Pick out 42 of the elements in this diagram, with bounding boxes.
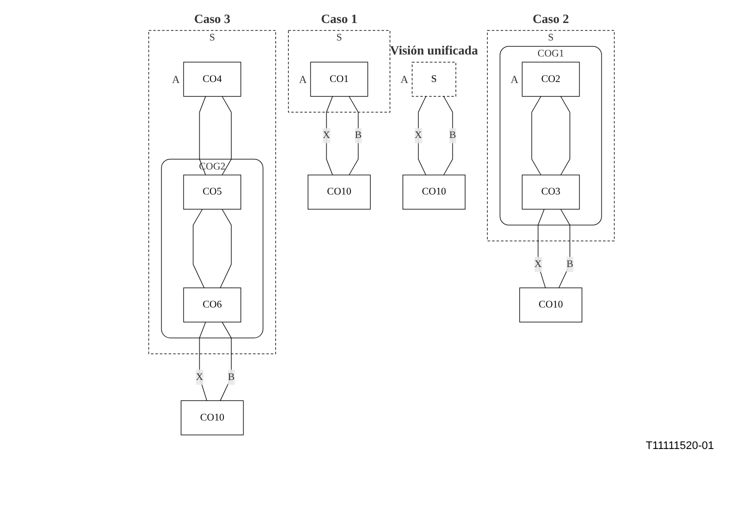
node-box: CO6 bbox=[183, 288, 242, 322]
case-heading: Caso 3 bbox=[194, 12, 230, 26]
connector bbox=[199, 96, 206, 176]
case-heading: Caso 2 bbox=[532, 12, 569, 26]
port-label: A bbox=[172, 74, 180, 86]
case-heading: Caso 1 bbox=[321, 12, 358, 26]
connector bbox=[538, 208, 546, 288]
node-box: CO2 bbox=[522, 62, 580, 97]
connector bbox=[326, 96, 333, 176]
connector bbox=[531, 96, 542, 176]
edge-label: X bbox=[534, 258, 542, 270]
edge-label: B bbox=[228, 372, 235, 382]
node-box: CO10 bbox=[402, 174, 466, 210]
port-label: A bbox=[298, 74, 307, 86]
connector bbox=[348, 96, 359, 176]
node-box: CO4 bbox=[183, 62, 242, 97]
connector bbox=[199, 322, 208, 401]
node-box: CO10 bbox=[180, 400, 244, 436]
node-box: CO10 bbox=[519, 288, 582, 322]
connector bbox=[418, 96, 426, 176]
connector bbox=[443, 96, 453, 176]
edge-label: B bbox=[449, 130, 456, 141]
node-box: CO1 bbox=[310, 62, 368, 97]
edge-label: X bbox=[196, 372, 204, 382]
connector bbox=[192, 208, 204, 288]
edge-label: B bbox=[354, 130, 362, 141]
node-box: CO10 bbox=[308, 174, 371, 210]
connector bbox=[220, 208, 232, 288]
edge-label: B bbox=[566, 258, 574, 270]
case-heading: Visión unificada bbox=[390, 44, 478, 58]
figure-code: T11111520-01 bbox=[646, 440, 714, 452]
node-box: CO3 bbox=[522, 174, 580, 210]
edge-label: X bbox=[322, 130, 330, 141]
node-box: S bbox=[412, 62, 456, 97]
node-box: CO5 bbox=[183, 174, 242, 210]
edge-label: X bbox=[414, 130, 422, 141]
connector bbox=[220, 322, 232, 401]
connector bbox=[560, 96, 570, 176]
port-label: A bbox=[400, 74, 408, 86]
connector bbox=[558, 208, 570, 288]
port-label: A bbox=[510, 74, 518, 86]
connector bbox=[222, 96, 232, 176]
